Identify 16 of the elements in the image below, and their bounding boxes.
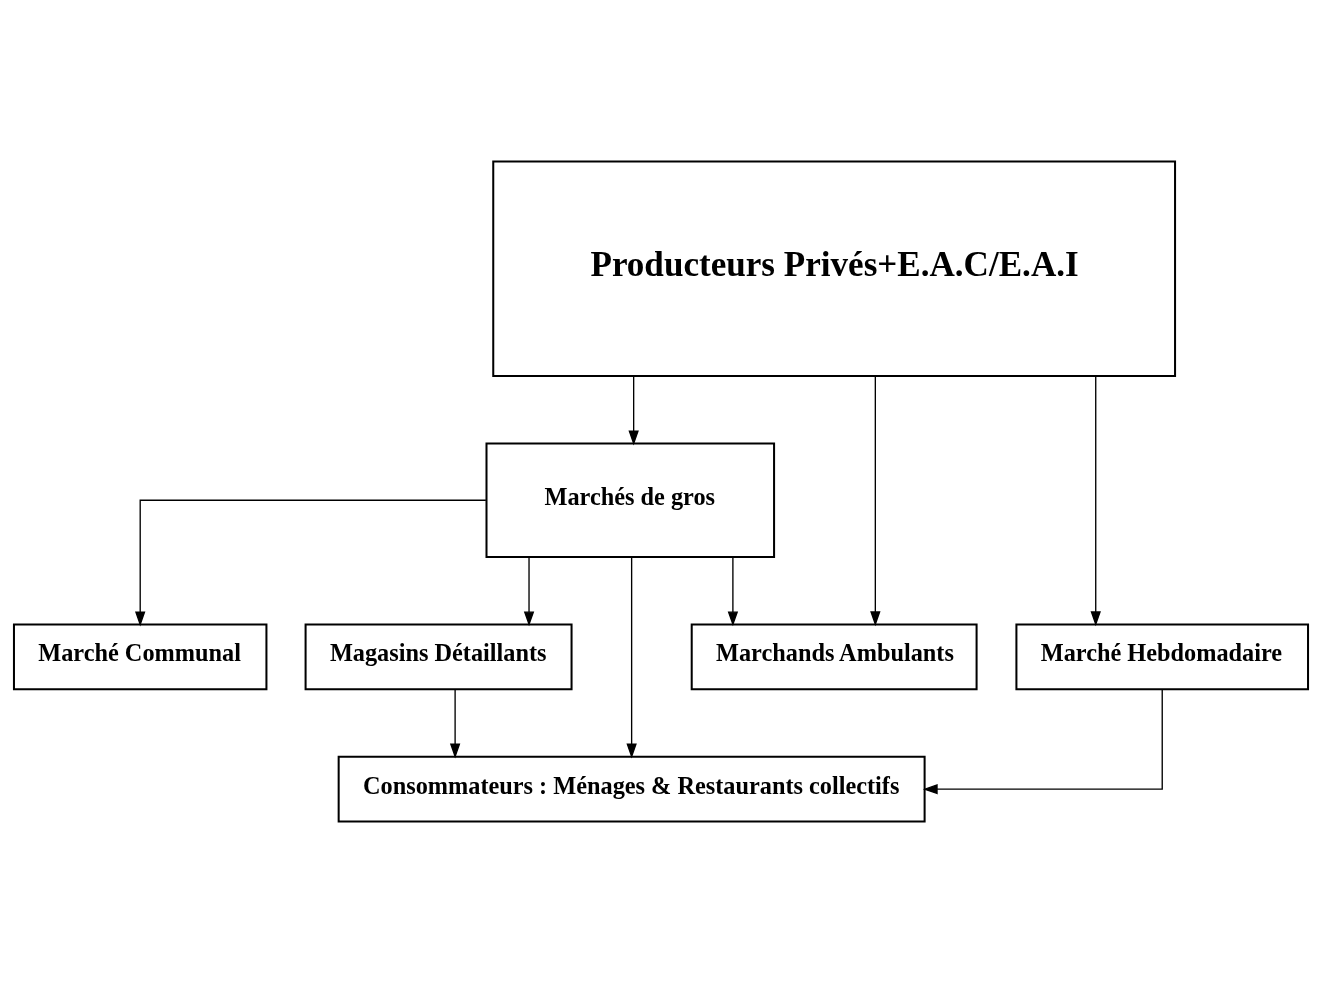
- node-box: Marchands Ambulants: [690, 623, 978, 691]
- node-box: Marché Hebdomadaire: [1015, 623, 1310, 691]
- node-box: Producteurs Privés+E.A.C/E.A.I: [492, 160, 1177, 378]
- arrow: [135, 499, 487, 627]
- arrow: [870, 375, 881, 627]
- node-box: Marché Communal: [12, 623, 268, 691]
- arrow: [449, 688, 461, 759]
- node-box: Marchés de gros: [485, 442, 776, 558]
- arrow: [626, 556, 637, 759]
- arrow: [523, 556, 535, 627]
- arrow: [1090, 375, 1101, 627]
- arrow: [922, 688, 1163, 795]
- node-box: Magasins Détaillants: [304, 623, 573, 691]
- node-box: Consommateurs : Ménages & Restaurants collectifs: [337, 755, 926, 823]
- arrow: [727, 556, 739, 627]
- arrow: [628, 375, 639, 446]
